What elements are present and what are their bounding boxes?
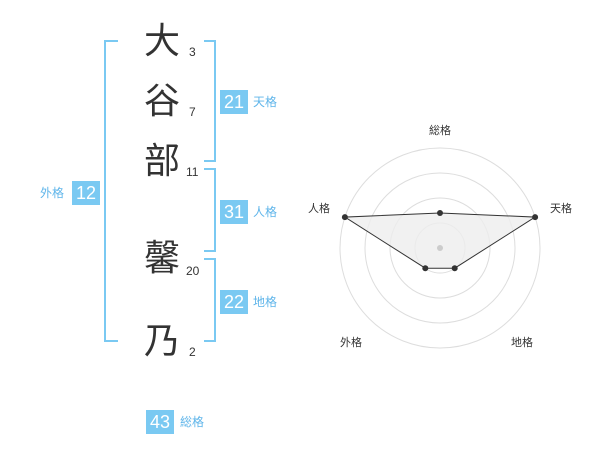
name-char-1: 大 [143, 21, 180, 62]
tenkaku-value: 21 [220, 90, 248, 114]
radar-point [341, 214, 348, 221]
radar-point [422, 265, 429, 272]
radar-label-soukaku: 総格 [429, 123, 451, 137]
stroke-count-1: 3 [189, 45, 196, 59]
chikaku-value: 22 [220, 290, 248, 314]
radar-label-jinkaku: 人格 [308, 201, 330, 215]
jinkaku-label: 人格 [253, 205, 278, 219]
radar-ring [389, 197, 491, 299]
radar-polygon [343, 212, 537, 269]
name-char-4: 馨 [143, 238, 180, 279]
radar-label-gaikaku: 外格 [340, 335, 362, 349]
name-char-2: 谷 [143, 81, 180, 122]
radar-center-dot [437, 245, 443, 251]
gaikaku-bracket [104, 40, 118, 342]
tenkaku-label: 天格 [253, 95, 278, 109]
stroke-count-3: 11 [186, 165, 199, 179]
gaikaku-label: 外格 [40, 186, 65, 200]
tenkaku-bracket [204, 40, 216, 162]
radar-point [451, 265, 458, 272]
radar-label-tenkaku: 天格 [550, 201, 572, 215]
stroke-count-5: 2 [189, 345, 196, 359]
radar-ring [364, 172, 516, 324]
jinkaku-value: 31 [220, 200, 248, 224]
radar-label-chikaku: 地格 [511, 335, 533, 349]
jinkaku-bracket [204, 168, 216, 252]
soukaku-label: 総格 [180, 415, 205, 429]
stroke-count-2: 7 [189, 105, 196, 119]
soukaku-value: 43 [146, 410, 174, 434]
radar-ring [339, 147, 541, 349]
chikaku-bracket [204, 258, 216, 342]
radar-point [437, 210, 443, 216]
name-char-5: 乃 [143, 321, 180, 362]
name-char-3: 部 [143, 141, 180, 182]
chikaku-label: 地格 [253, 295, 278, 309]
stroke-count-4: 20 [186, 264, 200, 278]
gaikaku-value: 12 [72, 181, 100, 205]
radar-point [532, 214, 539, 221]
